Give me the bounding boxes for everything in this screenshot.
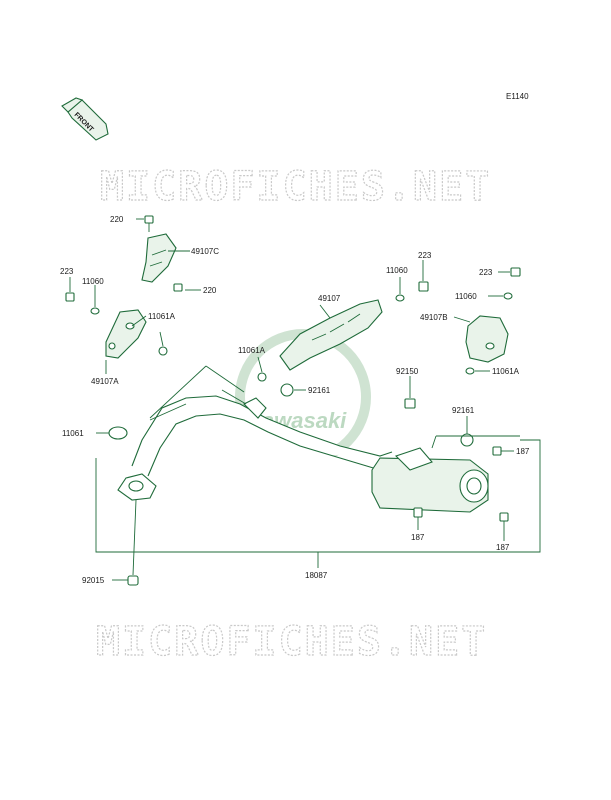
exhaust-pipe bbox=[117, 395, 393, 501]
callout-223-right: 223 bbox=[479, 268, 493, 277]
front-arrow-icon: FRONT bbox=[61, 97, 109, 141]
callout-92150: 92150 bbox=[396, 367, 419, 376]
heat-shield-49107 bbox=[279, 299, 383, 371]
callout-223-mid: 223 bbox=[418, 251, 432, 260]
bolt-220-right bbox=[173, 283, 183, 292]
callout-11060-mid: 11060 bbox=[386, 266, 408, 275]
callout-49107B: 49107B bbox=[420, 313, 448, 322]
callout-49107A: 49107A bbox=[91, 377, 119, 386]
gasket-11061A-right bbox=[465, 367, 475, 375]
gasket-11061A-left bbox=[158, 346, 168, 356]
cover-49107B bbox=[465, 315, 509, 363]
callout-223-left: 223 bbox=[60, 267, 74, 276]
bolt-187-bottom-mid bbox=[413, 507, 423, 518]
callout-11060-left: 11060 bbox=[82, 277, 104, 286]
muffler bbox=[371, 447, 489, 513]
callout-11060-right: 11060 bbox=[455, 292, 477, 301]
washer-11060-left bbox=[90, 307, 100, 315]
callout-18087: 18087 bbox=[305, 571, 328, 580]
callout-49107: 49107 bbox=[318, 294, 341, 303]
bolt-92150 bbox=[404, 398, 416, 409]
assembly-bracket-18087 bbox=[95, 439, 541, 553]
callout-92161-mid: 92161 bbox=[308, 386, 331, 395]
callout-11061A-left: 11061A bbox=[148, 312, 176, 321]
cover-49107A bbox=[105, 309, 147, 359]
callout-220-right: 220 bbox=[203, 286, 217, 295]
callout-220-top: 220 bbox=[110, 215, 124, 224]
callout-187-bottom-mid: 187 bbox=[411, 533, 425, 542]
callout-11061: 11061 bbox=[62, 429, 84, 438]
washer-11060-mid bbox=[395, 294, 405, 302]
callout-187-bottom-right: 187 bbox=[496, 543, 510, 552]
bolt-223-left bbox=[65, 292, 75, 302]
watermark-top: MICROFICHES.NET bbox=[100, 164, 491, 210]
callout-labels: 220 49107C 220 223 11060 11061A 49107A 4… bbox=[60, 215, 530, 585]
watermark-bottom: MICROFICHES.NET bbox=[96, 619, 487, 665]
bolt-220-top bbox=[144, 215, 154, 232]
nut-92015 bbox=[127, 575, 139, 586]
bolt-187-right bbox=[492, 446, 502, 456]
diagram-code: E1140 bbox=[506, 92, 529, 101]
cover-49107C bbox=[141, 233, 177, 283]
washer-11060-right bbox=[503, 292, 513, 300]
bolt-187-bottom-right bbox=[499, 512, 509, 522]
bolt-223-mid bbox=[418, 281, 429, 292]
callout-92015: 92015 bbox=[82, 576, 105, 585]
callout-187-right: 187 bbox=[516, 447, 530, 456]
collar-92161-mid bbox=[280, 383, 294, 397]
gasket-11061A-mid bbox=[257, 372, 267, 382]
callout-11061A-right: 11061A bbox=[492, 367, 520, 376]
bolt-223-right bbox=[510, 267, 521, 277]
callout-11061A-mid: 11061A bbox=[238, 346, 266, 355]
gasket-11061 bbox=[108, 426, 128, 440]
callout-49107C: 49107C bbox=[191, 247, 219, 256]
leader-lines bbox=[69, 218, 520, 581]
callout-92161-right: 92161 bbox=[452, 406, 475, 415]
